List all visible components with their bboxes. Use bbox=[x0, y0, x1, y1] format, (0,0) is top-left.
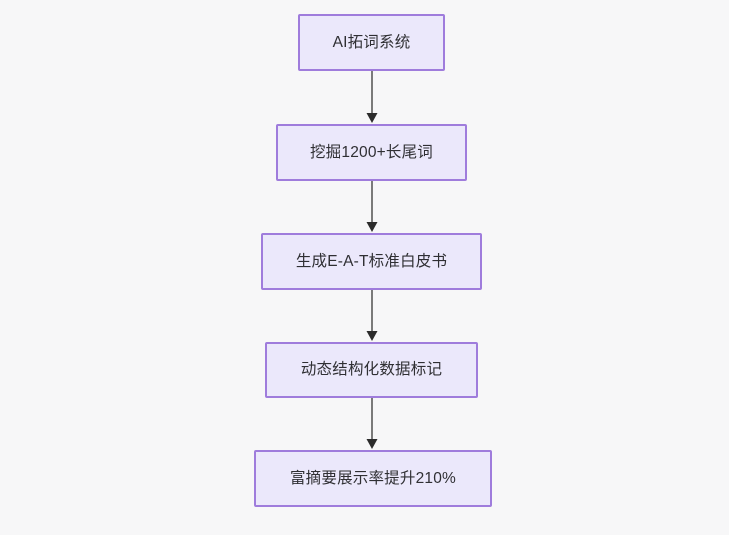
flowchart-node-mine-longtail-keywords[interactable]: 挖掘1200+长尾词 bbox=[276, 124, 467, 181]
flowchart-node-generate-eat-whitepaper[interactable]: 生成E-A-T标准白皮书 bbox=[261, 233, 482, 290]
node-label: 挖掘1200+长尾词 bbox=[309, 143, 434, 161]
flowchart-node-ai-keyword-system[interactable]: AI拓词系统 bbox=[298, 14, 445, 71]
flowchart-node-rich-snippet-rate-increase[interactable]: 富摘要展示率提升210% bbox=[254, 450, 492, 507]
connector-node2-to-node3 bbox=[360, 181, 384, 233]
node-label: 富摘要展示率提升210% bbox=[289, 469, 457, 487]
connector-node3-to-node4 bbox=[360, 290, 384, 342]
connector-node1-to-node2 bbox=[360, 71, 384, 124]
node-label: 生成E-A-T标准白皮书 bbox=[295, 252, 448, 270]
node-label: 动态结构化数据标记 bbox=[300, 361, 443, 379]
flowchart-node-dynamic-structured-data-markup[interactable]: 动态结构化数据标记 bbox=[265, 342, 478, 398]
connector-node4-to-node5 bbox=[360, 398, 384, 450]
node-label: AI拓词系统 bbox=[332, 33, 411, 51]
